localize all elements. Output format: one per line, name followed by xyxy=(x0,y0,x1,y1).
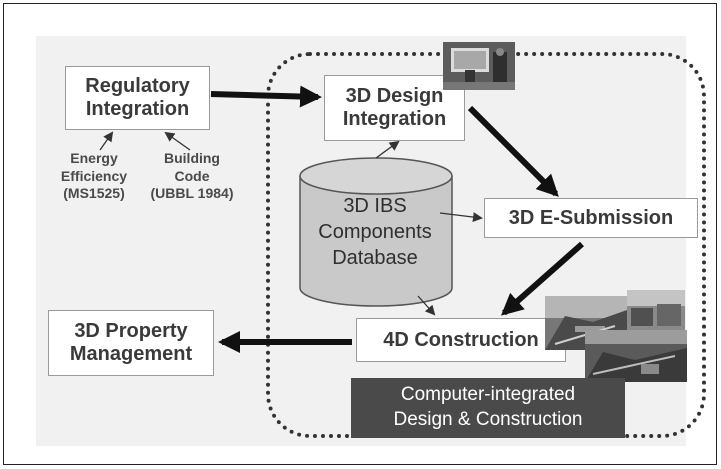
property-management-box: 3D Property Management xyxy=(48,310,214,376)
arrow-energy-to-regulatory xyxy=(99,131,114,151)
caption-label: Computer-integrated Design & Constructio… xyxy=(393,384,583,430)
e-submission-label: 3D E-Submission xyxy=(508,206,674,229)
e-submission-box: 3D E-Submission xyxy=(484,198,698,238)
design-integration-label: 3D Design Integration xyxy=(342,85,447,130)
property-management-label: 3D Property Management xyxy=(69,320,193,365)
caption-box: Computer-integrated Design & Constructio… xyxy=(351,378,625,438)
arrow-regulatory-to-design xyxy=(210,85,322,108)
regulatory-integration-label: Regulatory Integration xyxy=(85,75,190,120)
construction-site-photo-2 xyxy=(627,290,685,330)
energy-efficiency-label: Energy Efficiency (MS1525) xyxy=(60,150,128,201)
ibs-database-label: 3D IBS Components Database xyxy=(318,195,432,269)
arrow-design-to-esubmission xyxy=(467,105,559,197)
design-integration-box: 3D Design Integration xyxy=(324,75,465,141)
arrow-esubmission-to-construction xyxy=(501,241,584,316)
arrow-building-code-to-regulatory xyxy=(164,131,191,151)
construction-site-photo-3 xyxy=(585,330,687,382)
construction-4d-label: 4D Construction xyxy=(383,328,539,351)
arrow-database-to-construction xyxy=(417,295,436,316)
design-meeting-photo xyxy=(443,42,515,90)
building-code-label: Building Code (UBBL 1984) xyxy=(150,150,234,201)
arrow-database-to-esubmission xyxy=(439,212,483,222)
regulatory-integration-box: Regulatory Integration xyxy=(65,66,210,130)
construction-4d-box: 4D Construction xyxy=(356,318,566,362)
arrow-database-to-design xyxy=(375,140,400,159)
